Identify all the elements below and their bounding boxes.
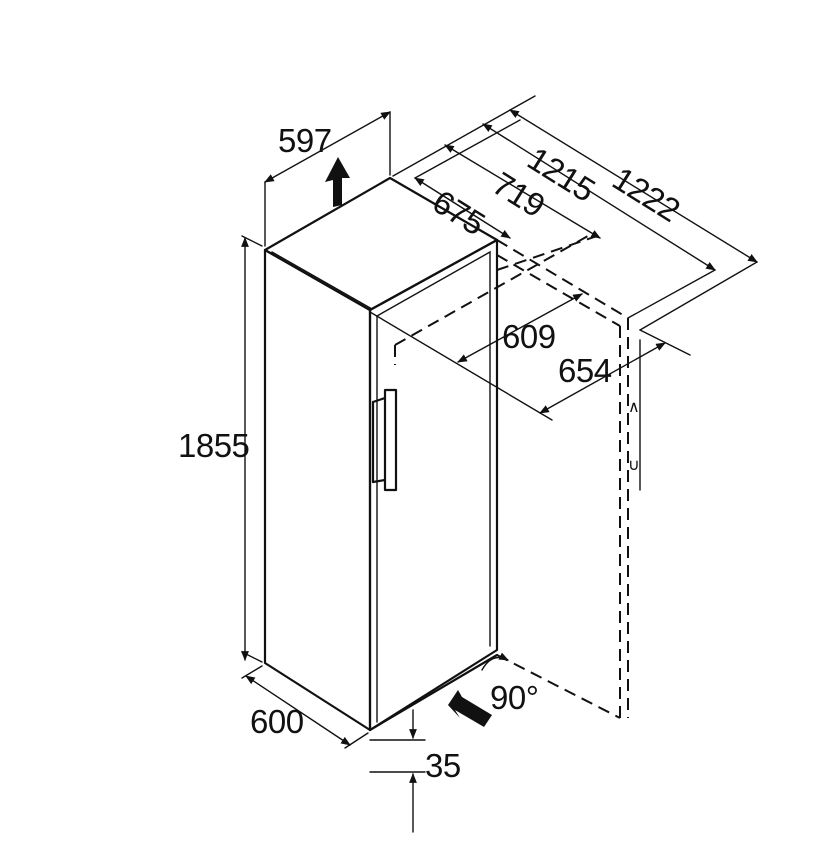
label-90: 90°	[490, 679, 538, 716]
dim-width-600: 600	[241, 665, 369, 749]
up-arrow-icon	[325, 157, 350, 207]
label-35: 35	[425, 747, 461, 784]
label-654: 654	[558, 352, 612, 389]
door-panel	[368, 238, 499, 732]
label-609: 609	[502, 318, 556, 355]
dim-width-597: 597	[264, 111, 391, 247]
swing-arc	[481, 652, 509, 671]
hinge-mark-upper: ∧	[628, 399, 639, 416]
label-1222: 1222	[606, 160, 686, 229]
side-panel	[263, 248, 372, 732]
door-swing-outline: ∧ ∪	[394, 231, 640, 719]
dim-depth-654: 654	[539, 339, 666, 491]
label-597: 597	[278, 122, 332, 159]
dim-height-1855: 1855	[178, 235, 263, 663]
dim-clearance-35: 35	[369, 709, 461, 833]
angle-arrow-icon	[448, 690, 492, 727]
dim-depth-609: 609	[369, 293, 583, 421]
label-1855: 1855	[178, 427, 249, 464]
label-600: 600	[250, 703, 304, 740]
appliance-body	[263, 176, 499, 732]
hinge-mark-lower: ∪	[628, 457, 639, 474]
door-angle-90: 90°	[448, 679, 539, 727]
door-handle	[371, 388, 398, 492]
